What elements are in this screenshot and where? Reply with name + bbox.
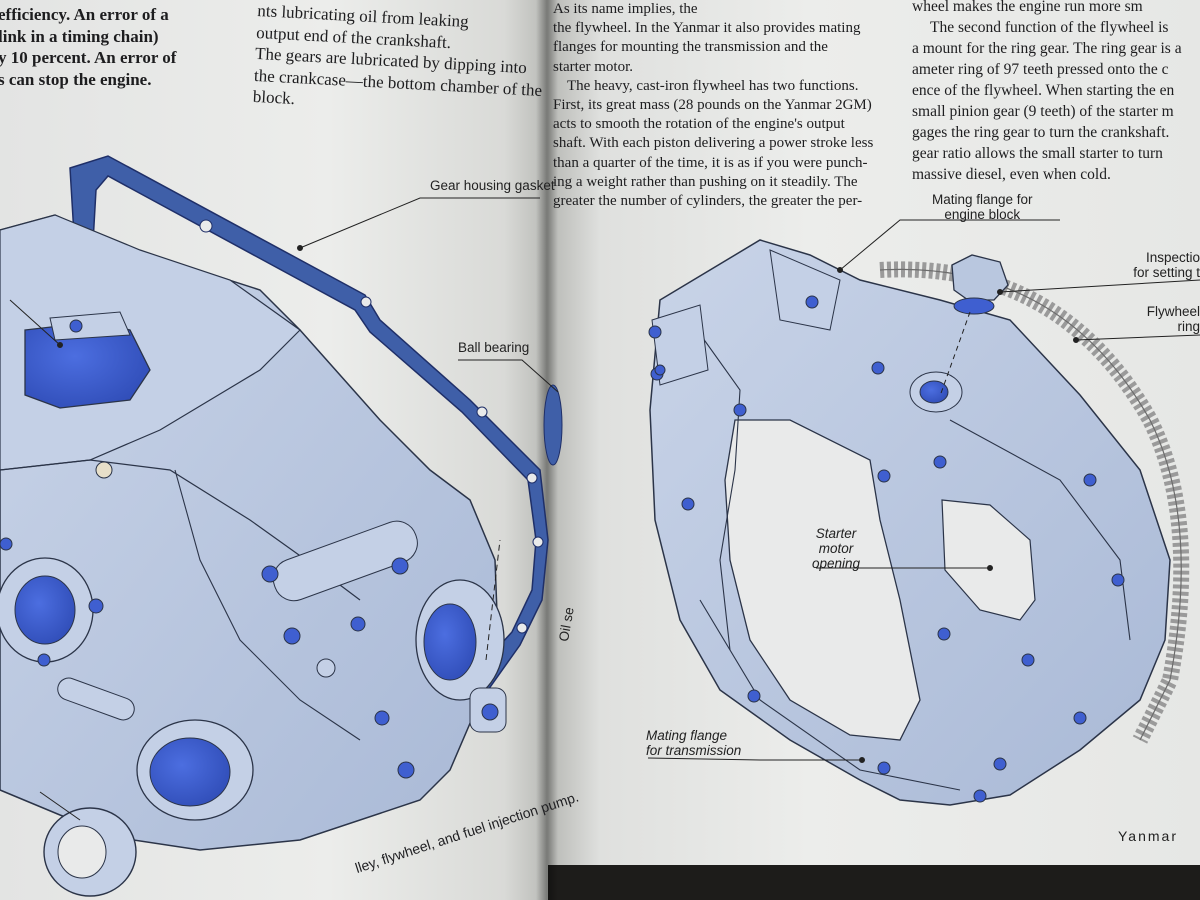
ball-bearing-part — [543, 384, 563, 466]
label-line: Mating flange for — [932, 192, 1033, 207]
text-line: ence of the flywheel. When starting the … — [912, 82, 1175, 99]
text-line: gear ratio allows the small starter to t… — [912, 145, 1163, 162]
label-line: Mating flange — [646, 728, 728, 743]
page-footer-title: Yanmar — [1118, 828, 1178, 844]
left-leader-lines — [9, 197, 559, 821]
text-line: link in a timing chain) — [0, 26, 159, 46]
flywheel-housing — [648, 239, 1171, 806]
label-inspection: Inspectio for setting t — [1110, 250, 1200, 280]
text-line: ing a weight rather than pushing on it s… — [553, 173, 858, 190]
gear-housing-gasket — [69, 155, 549, 691]
label-gear-housing-gasket: Gear housing gasket — [430, 178, 555, 193]
label-line: engine block — [944, 207, 1021, 222]
text-line: flanges for mounting the transmission an… — [553, 39, 828, 56]
label-mating-flange-engine-block: Mating flange for engine block — [932, 192, 1033, 222]
label-line: ring — [1177, 319, 1200, 334]
text-line: shaft. With each piston delivering a pow… — [553, 135, 874, 152]
inspection-plug — [951, 254, 1009, 315]
label-mating-flange-transmission: Mating flange for transmission — [646, 728, 741, 758]
gear-housing — [0, 214, 507, 851]
text-line: efficiency. An error of a — [0, 5, 169, 24]
text-line: s can stop the engine. — [0, 69, 152, 89]
text-line: y 10 percent. An error of — [0, 48, 177, 67]
label-line: for transmission — [646, 743, 742, 758]
label-ball-bearing: Ball bearing — [458, 340, 530, 355]
text-line: a mount for the ring gear. The ring gear… — [912, 40, 1182, 57]
text-line: First, its great mass (28 pounds on the … — [553, 97, 872, 114]
left-text-column-1: efficiency. An error of a link in a timi… — [0, 4, 176, 90]
right-text-column-1: As its name implies, the the flywheel. I… — [553, 0, 873, 211]
text-line: gages the ring gear to turn the cranksha… — [912, 124, 1170, 141]
text-line: The heavy, cast-iron flywheel has two fu… — [567, 77, 859, 94]
right-leader-lines — [647, 219, 1200, 763]
text-line: the flywheel. In the Yanmar it also prov… — [553, 20, 861, 37]
label-flywheel-ring: Flywheel ring — [1120, 304, 1200, 334]
right-text-column-2: wheel makes the engine run more sm The s… — [912, 0, 1182, 185]
text-line: than a quarter of the time, it is as if … — [553, 154, 868, 171]
label-line: Flywheel — [1146, 304, 1200, 319]
label-line: opening — [812, 556, 861, 571]
label-line: Starter — [815, 526, 857, 541]
label-line: Inspectio — [1145, 250, 1200, 265]
text-line: The second function of the flywheel is — [930, 19, 1169, 36]
text-line: starter motor. — [553, 58, 633, 75]
text-line: small pinion gear (9 teeth) of the start… — [912, 103, 1174, 120]
flywheel-ring-gear — [879, 261, 1190, 744]
label-starter-motor-opening: Starter motor opening — [812, 526, 860, 571]
label-line: for setting t — [1133, 265, 1200, 280]
oil-seal-part — [43, 807, 137, 897]
text-line: ameter ring of 97 teeth pressed onto the… — [912, 61, 1169, 78]
text-line: wheel makes the engine run more sm — [912, 0, 1143, 15]
text-line: massive diesel, even when cold. — [912, 166, 1111, 183]
label-line: motor — [818, 541, 854, 556]
text-line: acts to smooth the rotation of the engin… — [553, 116, 845, 133]
text-line: greater the number of cylinders, the gre… — [553, 193, 863, 210]
text-line: As its name implies, the — [553, 1, 698, 17]
